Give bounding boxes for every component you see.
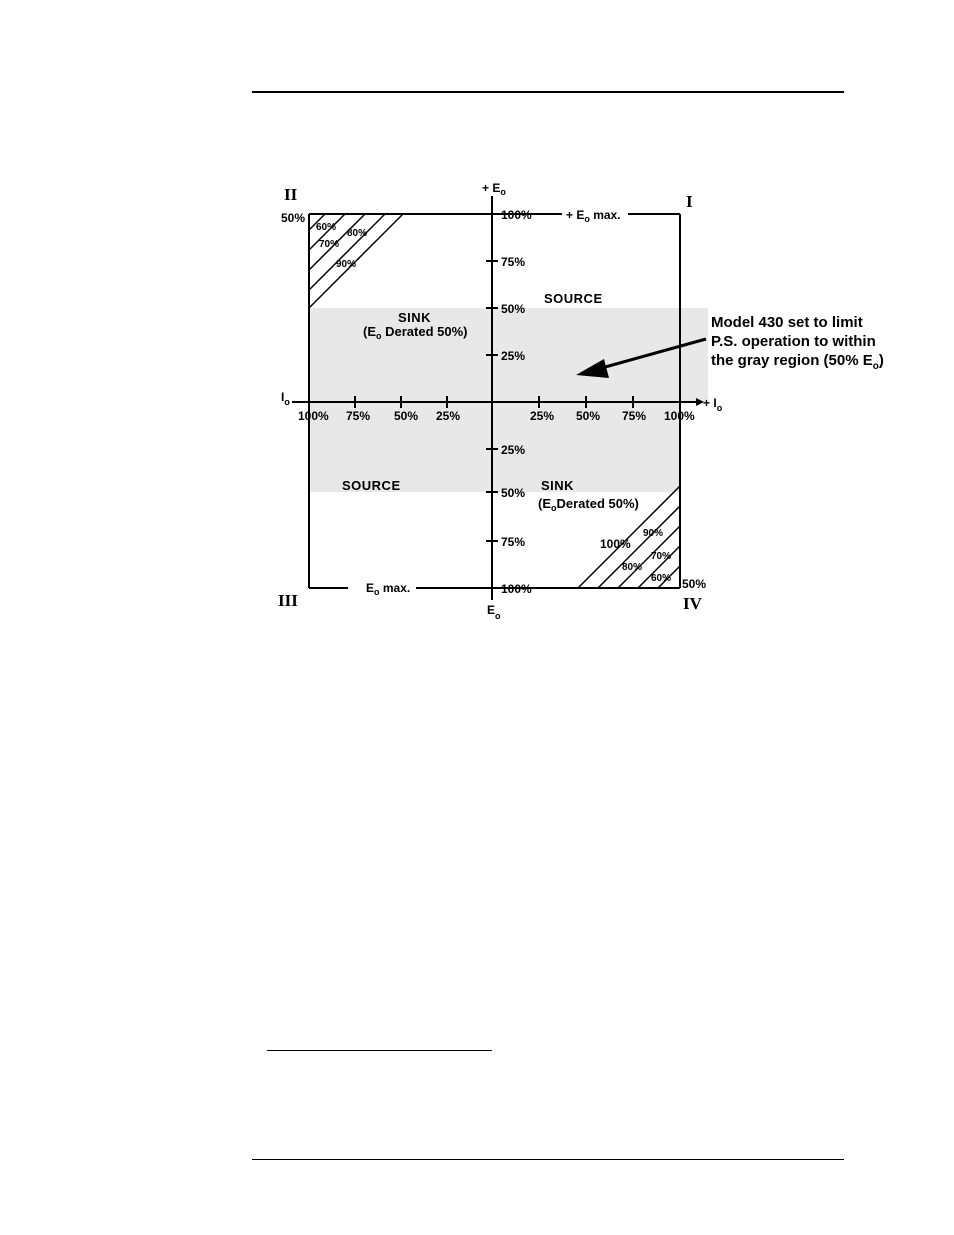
quadrant-ii-label: II [284, 185, 298, 204]
y-tick-label-bottom-50: 50% [501, 486, 525, 500]
x-tick-label-right-25: 25% [530, 409, 554, 423]
eo-max-top-label: + Eo max. [566, 208, 621, 224]
y-tick-label-top-75: 75% [501, 255, 525, 269]
hatch-q2-label-90: 90% [336, 259, 356, 270]
eo-max-bottom-label: Eo max. [366, 581, 410, 597]
hatch-q2-label-80: 80% [347, 228, 367, 239]
x-axis-positive-label: + Io [703, 396, 723, 413]
source-upper-label: SOURCE [544, 291, 603, 306]
sink-upper-label: SINK [398, 310, 431, 325]
y-tick-label-top-50: 50% [501, 302, 525, 316]
quadrant-i-label: I [686, 192, 693, 211]
source-lower-label: SOURCE [342, 478, 401, 493]
hatch-q4-label-100: 100% [600, 537, 631, 551]
x-tick-label-right-50: 50% [576, 409, 600, 423]
hatch-q2-corner-label: 50% [281, 211, 305, 225]
hatch-q4-label-60: 60% [651, 573, 671, 584]
hatch-q2-label-70: 70% [319, 239, 339, 250]
x-tick-label-left-75: 75% [346, 409, 370, 423]
sink-lower-label: SINK [541, 478, 574, 493]
y-tick-label-top-100: 100% [501, 208, 532, 222]
hatch-q4-label-70: 70% [651, 551, 671, 562]
note-line-2: P.S. operation to within [711, 333, 876, 350]
x-axis-negative-label: Io [281, 390, 290, 407]
x-tick-label-left-25: 25% [436, 409, 460, 423]
x-tick-label-right-100: 100% [664, 409, 695, 423]
hatch-q4-label-80: 80% [622, 562, 642, 573]
note-line-1: Model 430 set to limit [711, 314, 863, 331]
y-tick-label-bottom-100: 100% [501, 582, 532, 596]
x-tick-label-left-100: 100% [298, 409, 329, 423]
x-tick-label-right-75: 75% [622, 409, 646, 423]
y-tick-label-top-25: 25% [501, 349, 525, 363]
sink-lower-note: (EoDerated 50%) [538, 496, 639, 513]
quadrant-iv-label: IV [683, 594, 703, 613]
hatch-q4-label-90: 90% [643, 528, 663, 539]
y-tick-label-bottom-75: 75% [501, 535, 525, 549]
quadrant-iii-label: III [278, 591, 298, 610]
y-axis-negative-label: Eo [487, 603, 501, 621]
hatch-q2-label-60: 60% [316, 222, 336, 233]
y-tick-label-bottom-25: 25% [501, 443, 525, 457]
hatch-q4-corner-label: 50% [682, 577, 706, 591]
y-axis-positive-label: + Eo [482, 181, 506, 197]
note-line-3: the gray region (50% Eo) [711, 352, 884, 372]
x-tick-label-left-50: 50% [394, 409, 418, 423]
